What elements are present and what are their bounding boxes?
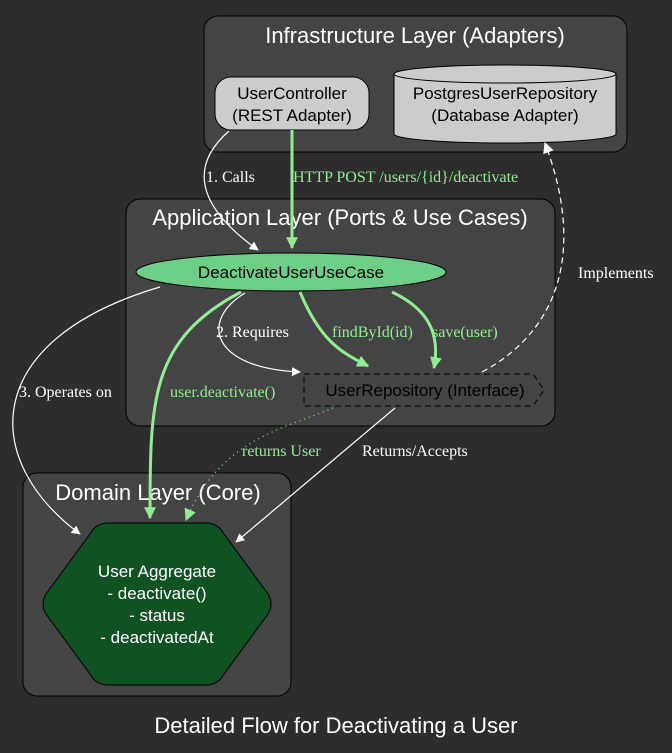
postgres-repository-name: PostgresUserRepository	[413, 84, 598, 103]
postgres-repository-role: (Database Adapter)	[431, 106, 578, 125]
edge-requires-label: 2. Requires	[216, 324, 289, 341]
cluster-infrastructure-title: Infrastructure Layer (Adapters)	[265, 23, 565, 48]
edge-operates-on-label: 3. Operates on	[19, 384, 112, 401]
postgres-repository-node[interactable]: PostgresUserRepository (Database Adapter…	[393, 64, 617, 144]
use-case-label: DeactivateUserUseCase	[198, 263, 384, 282]
user-repository-interface-node[interactable]: UserRepository (Interface)	[303, 373, 545, 407]
edge-calls-label: 1. Calls	[206, 169, 255, 186]
user-controller-name: UserController	[237, 84, 347, 103]
edge-calls	[203, 130, 259, 251]
user-repository-interface-label: UserRepository (Interface)	[325, 381, 524, 400]
cluster-domain-title: Domain Layer (Core)	[55, 480, 260, 505]
edge-user-deactivate	[144, 290, 242, 520]
edge-operates-on	[12, 286, 161, 535]
user-controller-node[interactable]: UserController (REST Adapter)	[214, 76, 370, 131]
user-aggregate-field-status: - status	[129, 606, 185, 625]
edge-find-by-id	[298, 291, 370, 368]
diagram-title: Detailed Flow for Deactivating a User	[154, 713, 517, 738]
edge-user-deactivate-label: user.deactivate()	[170, 384, 275, 401]
user-aggregate-title: User Aggregate	[98, 562, 216, 581]
edge-returns-accepts	[235, 407, 396, 543]
use-case-node[interactable]: DeactivateUserUseCase	[135, 252, 447, 292]
edge-implements-label: Implements	[578, 265, 654, 282]
edge-save-user	[391, 290, 442, 370]
user-controller-role: (REST Adapter)	[232, 106, 352, 125]
edge-save-user-label: save(user)	[432, 324, 498, 341]
edge-returns-user-label: returns User	[242, 443, 321, 460]
edge-implements	[481, 141, 565, 373]
edge-requires	[218, 292, 301, 377]
edge-returns-accepts-label: Returns/Accepts	[362, 443, 468, 460]
edge-http-post-label: HTTP POST /users/{id}/deactivate	[293, 169, 518, 186]
user-aggregate-field-deactivated: - deactivatedAt	[100, 628, 214, 647]
edge-find-by-id-label: findById(id)	[332, 324, 413, 341]
user-aggregate-node[interactable]: User Aggregate - deactivate() - status -…	[42, 522, 272, 686]
user-aggregate-method: - deactivate()	[107, 584, 206, 603]
cluster-application-title: Application Layer (Ports & Use Cases)	[152, 205, 527, 230]
